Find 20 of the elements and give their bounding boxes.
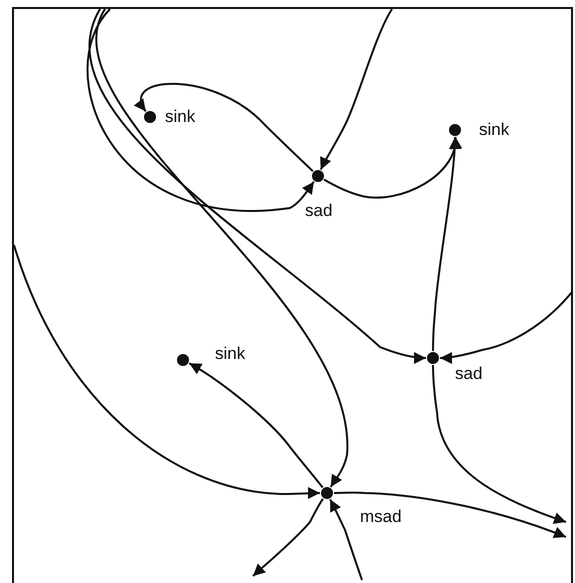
trajectory-arrow bbox=[324, 136, 461, 198]
trajectory-arrow bbox=[96, 8, 348, 488]
trajectory-arrow bbox=[432, 364, 566, 524]
point-label: sink bbox=[215, 344, 246, 364]
trajectory-arrow bbox=[13, 244, 320, 500]
point-label: sad bbox=[305, 201, 332, 221]
trajectory-arrow bbox=[432, 136, 461, 351]
point-label: sink bbox=[165, 107, 196, 127]
trajectory-arrow bbox=[90, 8, 426, 364]
point-label: msad bbox=[360, 507, 402, 527]
trajectory-arrow bbox=[334, 492, 566, 538]
trajectory-arrow bbox=[188, 362, 324, 488]
trajectory-arrow bbox=[320, 8, 393, 170]
trajectory-arrow bbox=[440, 291, 573, 364]
point-label: sink bbox=[479, 120, 510, 140]
trajectory-arrow bbox=[86, 8, 315, 212]
trajectory-arrow bbox=[252, 498, 324, 577]
point-label: sad bbox=[455, 364, 482, 384]
trajectory-arrow bbox=[329, 498, 363, 580]
trajectory-arrow bbox=[134, 82, 314, 172]
